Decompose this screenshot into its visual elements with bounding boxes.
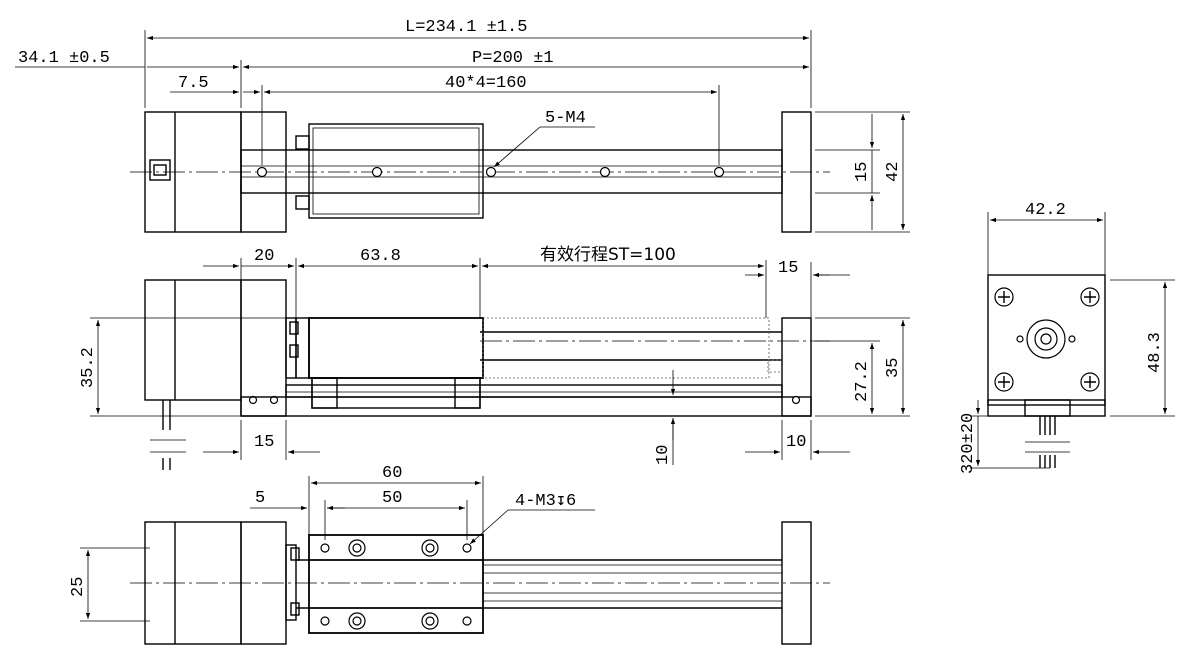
carriage-holes xyxy=(320,539,472,630)
dim-p: P=200 ±1 xyxy=(472,49,554,68)
dim-carriage: 63.8 xyxy=(360,247,401,266)
dim-gap-20: 20 xyxy=(254,247,274,266)
dim-first-hole: 7.5 xyxy=(178,74,209,93)
dim-l-total: L=234.1 ±1.5 xyxy=(405,18,527,37)
dim-h15: 15 xyxy=(853,162,872,182)
dim-w5: 5 xyxy=(255,489,265,508)
dim-b10: 10 xyxy=(786,433,806,452)
side-view: 20 63.8 有效行程ST=100 15 xyxy=(79,245,910,470)
dim-w50: 50 xyxy=(382,489,402,508)
top-hole-row xyxy=(256,166,725,178)
dim-h42: 42 xyxy=(884,162,903,182)
note-holes-top: 5-M4 xyxy=(545,109,586,128)
dim-h35: 35 xyxy=(884,358,903,378)
note-holes-bottom: 4-M3↧6 xyxy=(515,492,576,511)
dim-h272: 27.2 xyxy=(853,361,872,402)
dim-b15: 15 xyxy=(254,433,274,452)
dim-motor-width: 42.2 xyxy=(1025,201,1066,220)
dim-cable: 320±20 xyxy=(959,413,978,474)
motor-end-view: 42.2 48.3 320±20 xyxy=(959,201,1175,474)
dim-r15: 15 xyxy=(778,259,798,278)
dim-stroke: 有效行程ST=100 xyxy=(540,245,676,265)
top-view: L=234.1 ±1.5 34.1 ±0.5 P=200 ±1 7.5 40*4… xyxy=(15,18,910,233)
dim-offset: 34.1 ±0.5 xyxy=(18,49,110,68)
dim-v10: 10 xyxy=(654,445,673,465)
dim-h352: 35.2 xyxy=(79,347,98,388)
dim-hole-pitch: 40*4=160 xyxy=(445,74,527,93)
dim-w60: 60 xyxy=(382,464,402,483)
dim-h25: 25 xyxy=(69,577,88,597)
dim-motor-height: 48.3 xyxy=(1146,332,1165,373)
bottom-view: 60 50 5 xyxy=(69,464,830,645)
